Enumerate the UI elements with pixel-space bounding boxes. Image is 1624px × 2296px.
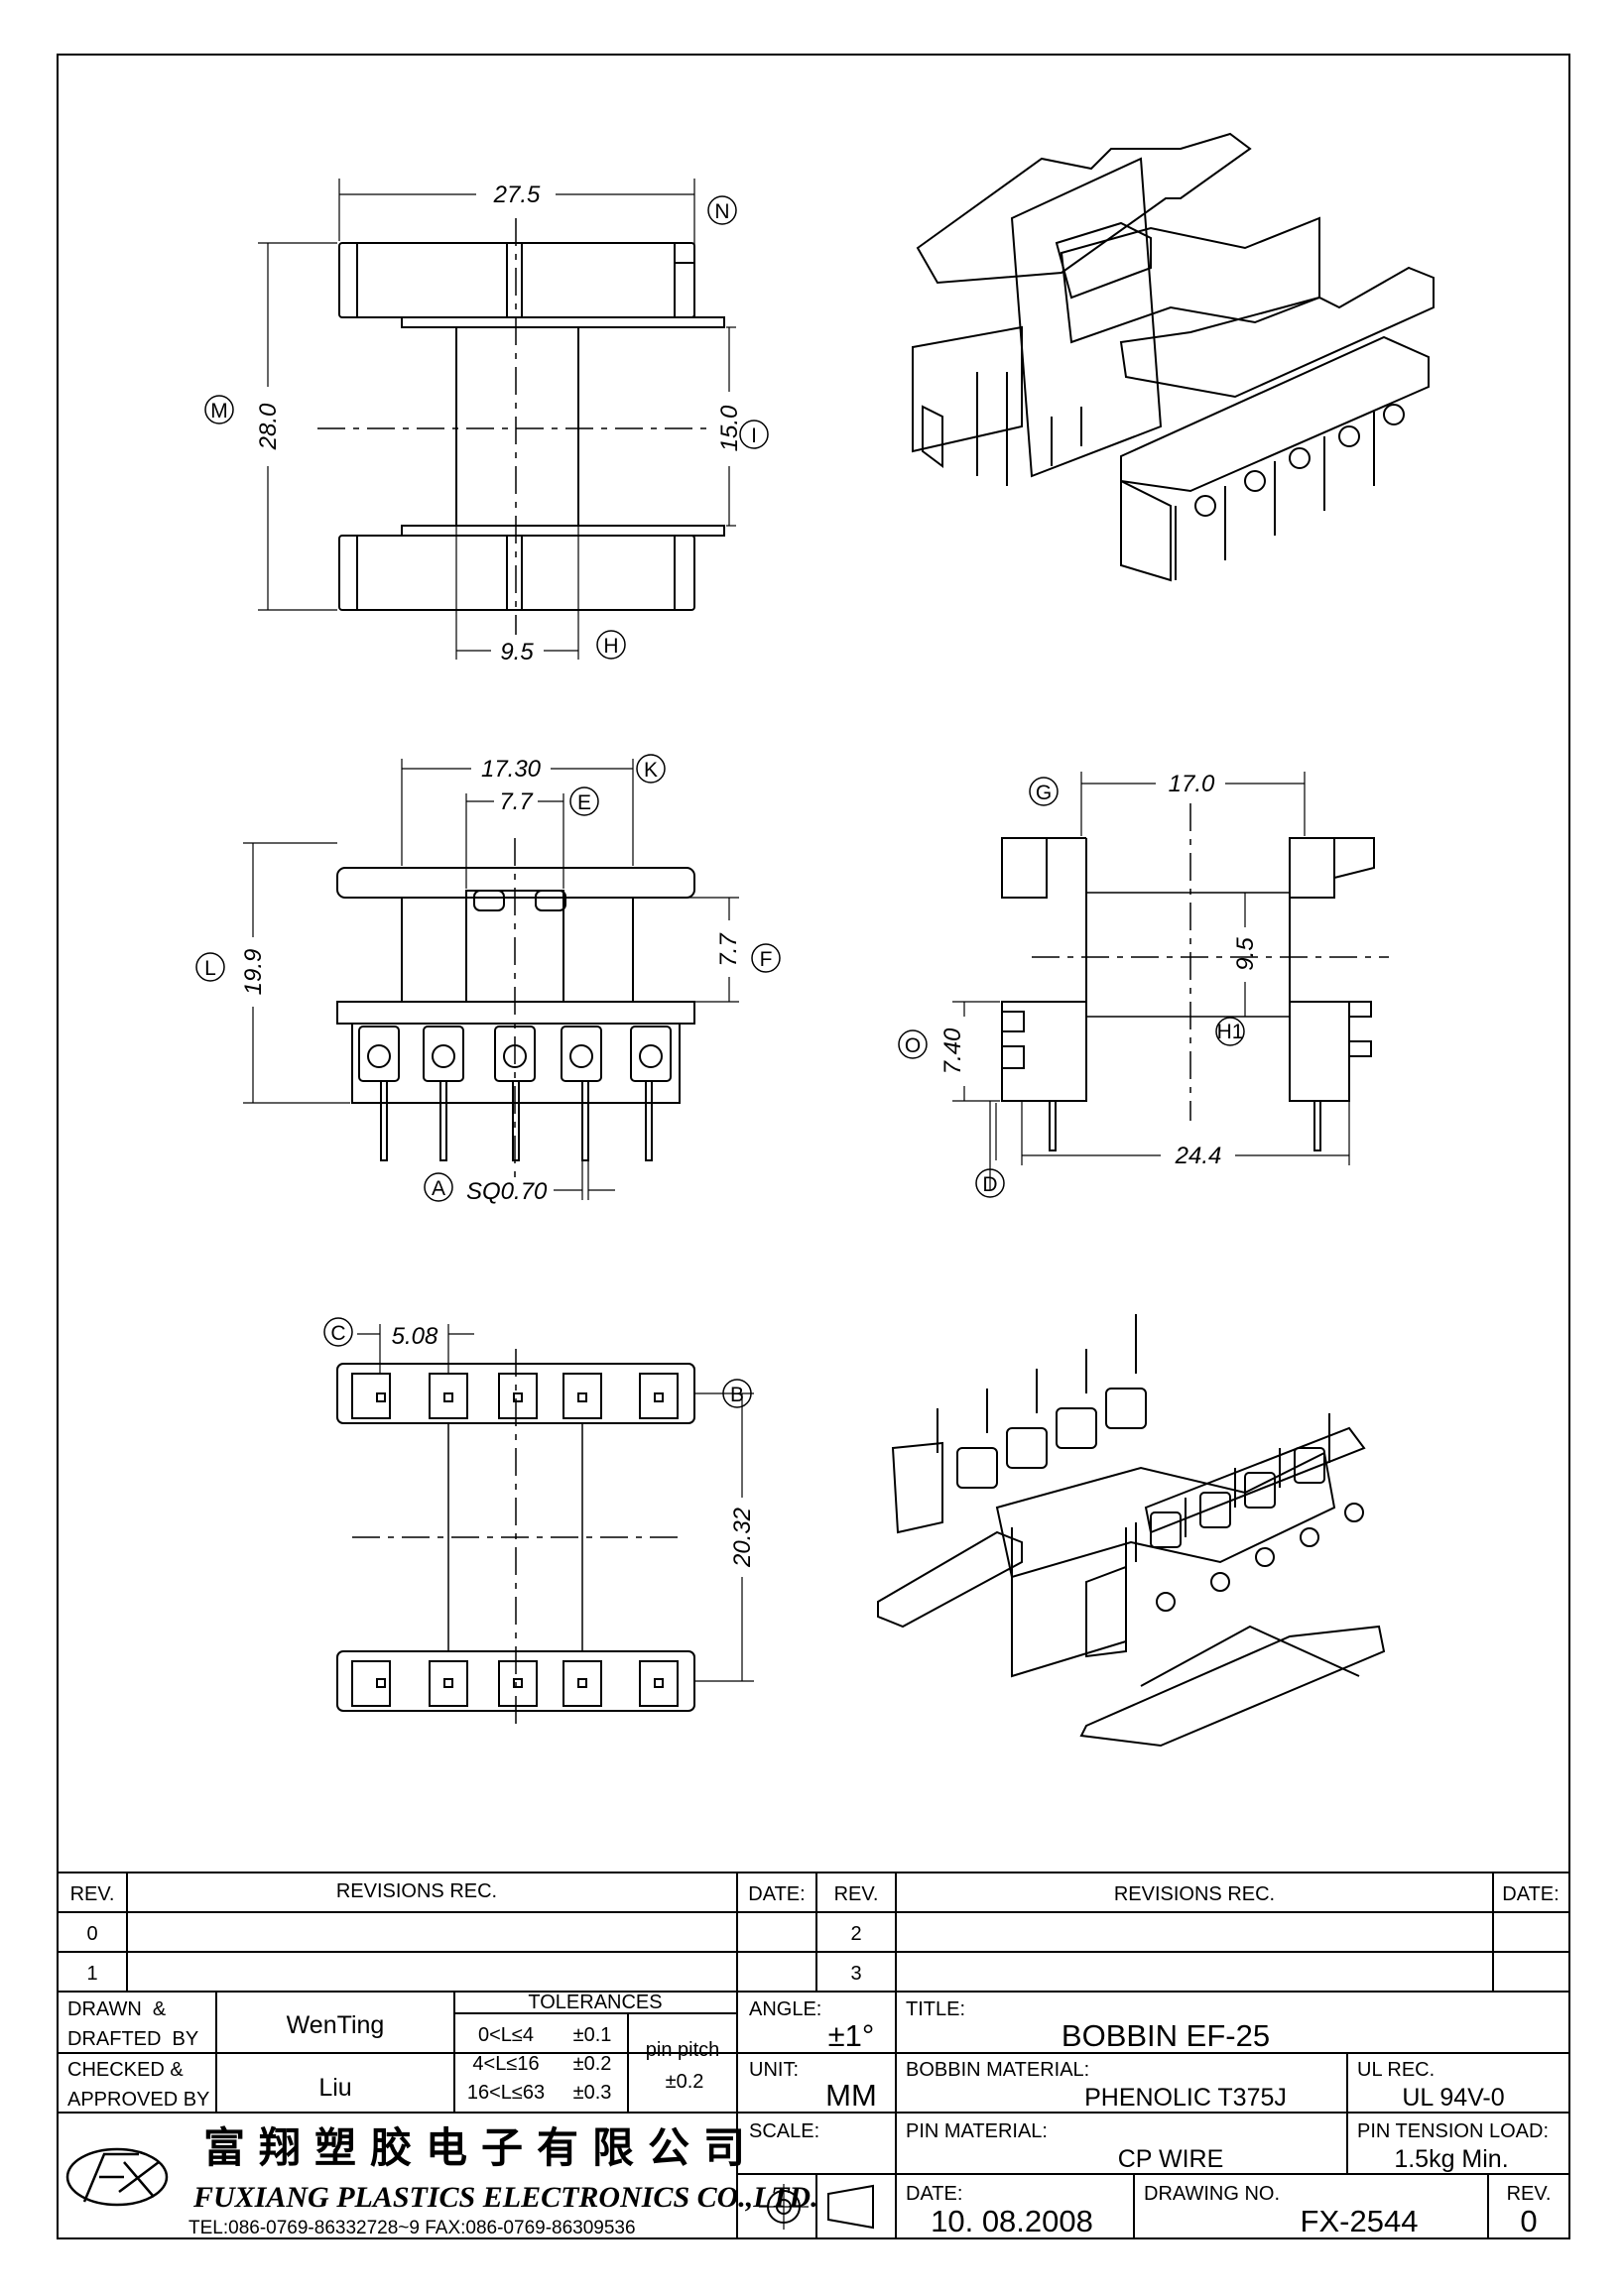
rev-row-2: 2: [850, 1923, 861, 1945]
rev-header-right: REV.: [834, 1883, 879, 1905]
isometric-view-bottom: [877, 1314, 1386, 1748]
drawn-by-value: WenTing: [287, 2011, 385, 2039]
rev-value: 0: [1520, 2204, 1537, 2238]
drawing-no-label: DRAWING NO.: [1144, 2183, 1280, 2205]
angle-value: ±1°: [828, 2018, 875, 2053]
revisions-header-right: REVISIONS REC.: [1114, 1883, 1275, 1905]
dim-7-7-top: 7.7: [499, 788, 534, 815]
side-view: [952, 772, 1389, 1190]
company-logo: [65, 2147, 169, 2207]
company-name-english: FUXIANG PLASTICS ELECTRONICS CO.,LTD.: [192, 2181, 818, 2214]
marker-n: N: [714, 200, 729, 223]
revisions-header-left: REVISIONS REC.: [336, 1880, 497, 1902]
front-view: [243, 759, 739, 1200]
bobbin-material-value: PHENOLIC T375J: [1084, 2084, 1287, 2112]
dim-17-0: 17.0: [1169, 771, 1215, 797]
rev-row-0: 0: [86, 1923, 97, 1945]
marker-l: L: [204, 957, 216, 980]
rev-row-3: 3: [850, 1963, 861, 1985]
tolerance-value-2: ±0.2: [573, 2053, 612, 2075]
date-header-left: DATE:: [748, 1883, 805, 1905]
marker-h1: H1: [1217, 1021, 1244, 1043]
marker-h: H: [603, 635, 618, 658]
company-name-chinese: 富翔塑胶电子有限公司: [203, 2123, 759, 2172]
dim-24-4: 24.4: [1175, 1143, 1222, 1169]
marker-c: C: [330, 1322, 345, 1345]
unit-value: MM: [825, 2078, 877, 2113]
date-header-right: DATE:: [1502, 1883, 1559, 1905]
isometric-view-top: [912, 132, 1435, 582]
angle-label: ANGLE:: [749, 1998, 821, 2020]
dim-9-5-side: 9.5: [1232, 937, 1259, 971]
scale-label: SCALE:: [749, 2120, 819, 2142]
tolerances-header: TOLERANCES: [528, 1992, 662, 2013]
unit-label: UNIT:: [749, 2059, 799, 2081]
pin-tension-value: 1.5kg Min.: [1394, 2145, 1508, 2173]
marker-g: G: [1036, 782, 1052, 804]
rev-header-left: REV.: [70, 1883, 115, 1905]
title-value: BOBBIN EF-25: [1062, 2018, 1270, 2053]
dim-sq-0-70: SQ0.70: [466, 1178, 548, 1205]
drawn-label-line2: DRAFTED BY: [67, 2028, 198, 2050]
dim-7-7-right: 7.7: [715, 932, 742, 967]
ul-value: UL 94V-0: [1402, 2084, 1504, 2112]
dim-15-0: 15.0: [716, 405, 743, 451]
drawing-border: [57, 54, 1570, 2239]
marker-f: F: [760, 948, 773, 971]
marker-a: A: [432, 1177, 445, 1200]
marker-o: O: [905, 1034, 921, 1057]
pin-tension-label: PIN TENSION LOAD:: [1357, 2120, 1549, 2142]
marker-i: I: [751, 424, 757, 447]
checked-label-line1: CHECKED &: [67, 2059, 184, 2081]
dim-20-32: 20.32: [729, 1508, 756, 1568]
pin-material-label: PIN MATERIAL:: [906, 2120, 1048, 2142]
dim-7-40: 7.40: [939, 1027, 966, 1074]
pin-pitch-tolerance: ±0.2: [666, 2071, 704, 2093]
pin-material-value: CP WIRE: [1118, 2145, 1224, 2173]
dim-27-5: 27.5: [493, 181, 541, 208]
checked-label-line2: APPROVED BY: [67, 2089, 209, 2111]
title-block-lines: [58, 1872, 1569, 2238]
bottom-view: [336, 1324, 754, 1726]
checked-label: CHECKED & APPROVED BY: [67, 2059, 209, 2111]
tolerance-range-3: 16<L≤63: [467, 2082, 545, 2104]
dim-5-08: 5.08: [392, 1323, 438, 1350]
marker-m: M: [210, 400, 228, 423]
ul-label: UL REC.: [1357, 2059, 1435, 2081]
checked-by-value: Liu: [318, 2074, 351, 2102]
tolerance-range-1: 0<L≤4: [478, 2024, 534, 2046]
date-label: DATE:: [906, 2183, 962, 2205]
title-label: TITLE:: [906, 1998, 965, 2020]
tolerance-range-2: 4<L≤16: [472, 2053, 539, 2075]
top-view: [258, 179, 736, 660]
tolerance-value-3: ±0.3: [573, 2082, 612, 2104]
marker-d: D: [982, 1173, 997, 1196]
rev-label: REV.: [1507, 2183, 1552, 2205]
drawing-no-value: FX-2544: [1301, 2204, 1419, 2238]
drawn-label-line1: DRAWN &: [67, 1998, 167, 2020]
projection-symbol-icon: [759, 2184, 874, 2230]
marker-k: K: [644, 759, 658, 782]
marker-b: B: [730, 1384, 744, 1406]
bobbin-material-label: BOBBIN MATERIAL:: [906, 2059, 1089, 2081]
dim-19-9: 19.9: [240, 949, 267, 996]
pin-pitch-label: pin pitch: [646, 2039, 720, 2061]
dim-17-30: 17.30: [481, 756, 542, 783]
drawn-label: DRAWN & DRAFTED BY: [67, 1998, 198, 2050]
tolerance-value-1: ±0.1: [573, 2024, 612, 2046]
dim-28-0: 28.0: [255, 403, 282, 450]
dim-9-5: 9.5: [500, 639, 534, 665]
marker-e: E: [577, 791, 591, 814]
date-value: 10. 08.2008: [931, 2204, 1093, 2238]
rev-row-1: 1: [86, 1963, 97, 1985]
company-contact: TEL:086-0769-86332728~9 FAX:086-0769-863…: [188, 2218, 636, 2238]
